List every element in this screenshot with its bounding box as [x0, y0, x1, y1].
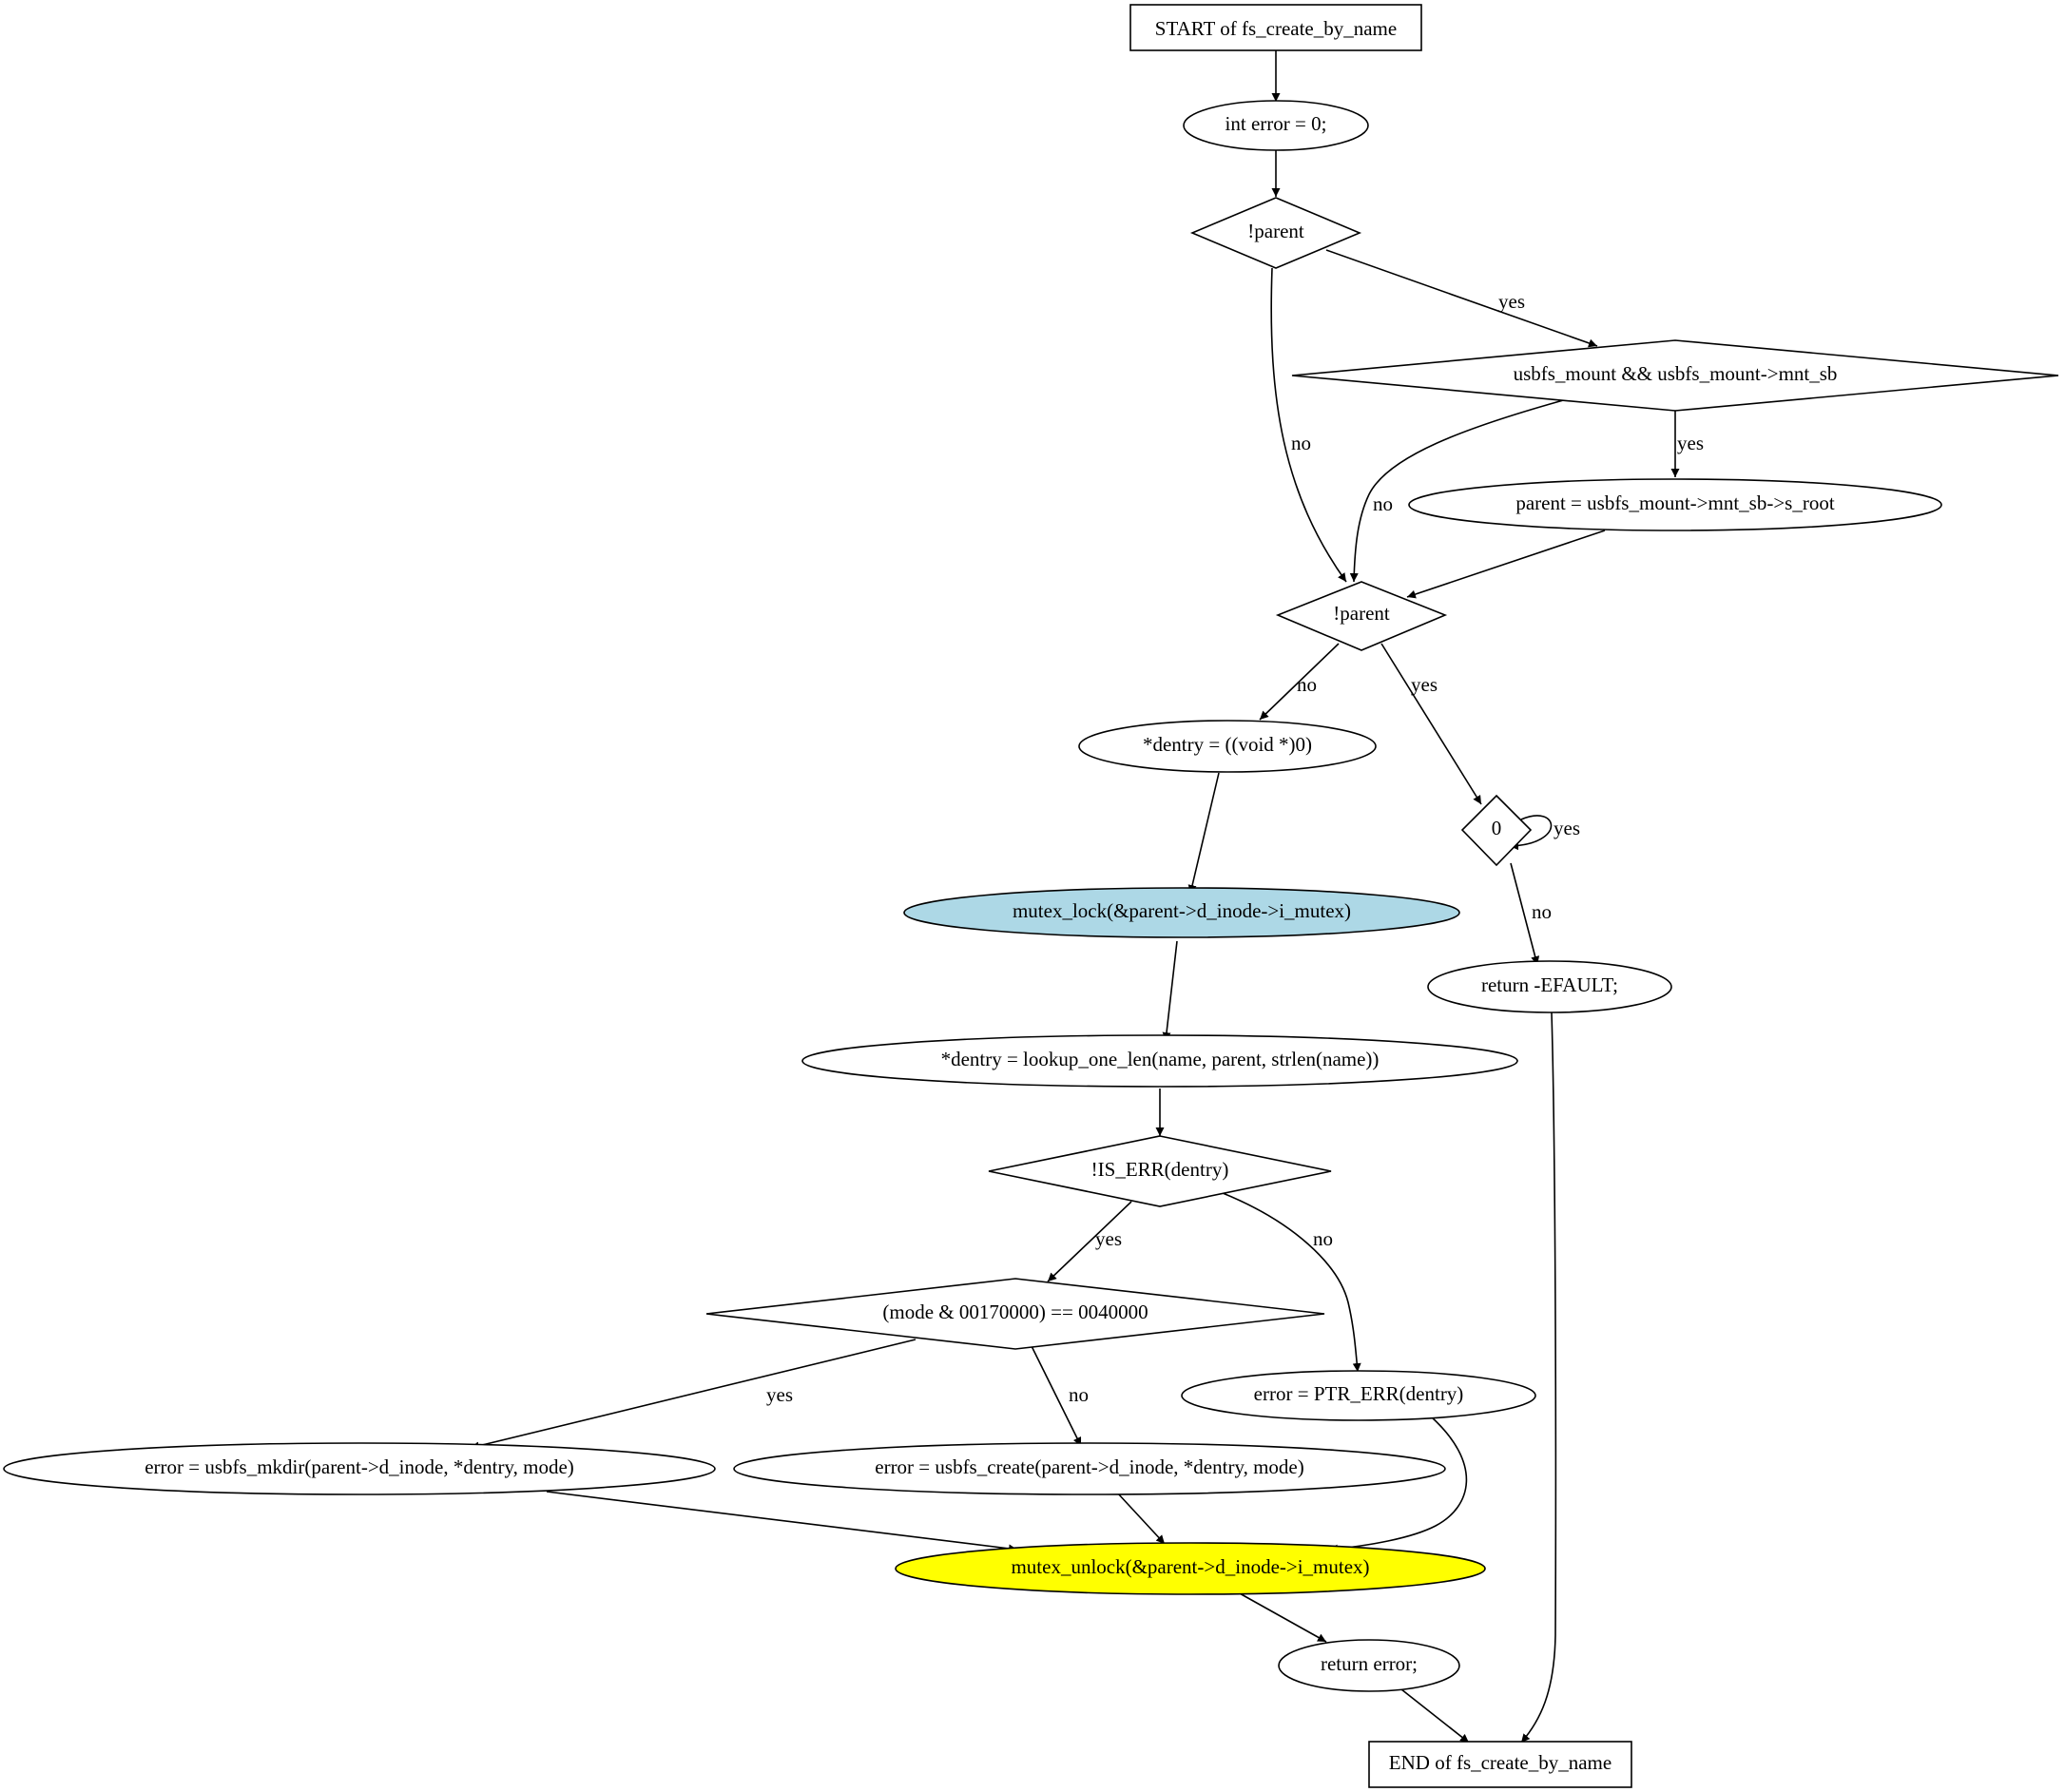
node-end-label: END of fs_create_by_name — [1389, 1751, 1611, 1774]
node-return-error-label: return error; — [1321, 1652, 1418, 1675]
node-mutex-lock-label: mutex_lock(&parent->d_inode->i_mutex) — [1013, 899, 1351, 922]
edge-return-to-end — [1400, 1688, 1470, 1744]
edge-zero-no — [1510, 862, 1540, 966]
node-cond-parent-2: !parent — [1275, 581, 1448, 651]
node-cond-zero-label: 0 — [1492, 817, 1502, 839]
edge-mode-yes — [470, 1339, 917, 1451]
node-assign-parent: parent = usbfs_mount->mnt_sb->s_root — [1408, 478, 1942, 531]
label-parent2-yes: yes — [1411, 673, 1438, 696]
node-ptr-err: error = PTR_ERR(dentry) — [1181, 1370, 1536, 1421]
label-parent1-yes: yes — [1498, 290, 1525, 313]
label-usbfs-no: no — [1373, 492, 1393, 515]
edge-parent1-yes — [1325, 249, 1598, 348]
node-cond-parent-1: !parent — [1189, 197, 1362, 269]
edge-mkdir-to-unlock — [546, 1491, 1018, 1553]
node-cond-is-err: !IS_ERR(dentry) — [988, 1135, 1332, 1207]
edge-ptrerr-to-unlock — [1328, 1416, 1468, 1553]
node-create-label: error = usbfs_create(parent->d_inode, *d… — [875, 1455, 1303, 1478]
node-mutex-unlock: mutex_unlock(&parent->d_inode->i_mutex) — [895, 1542, 1486, 1595]
node-cond-parent-2-label: !parent — [1333, 602, 1390, 625]
edge-lock-to-lookup — [1162, 940, 1178, 1042]
node-cond-mode-label: (mode & 00170000) == 0040000 — [882, 1301, 1148, 1323]
label-zero-yes: yes — [1554, 817, 1580, 839]
label-usbfs-yes: yes — [1677, 432, 1704, 454]
node-cond-zero: 0 — [1460, 794, 1533, 867]
node-mutex-unlock-label: mutex_unlock(&parent->d_inode->i_mutex) — [1011, 1555, 1369, 1578]
edge-mode-no — [1031, 1345, 1082, 1447]
edges — [470, 50, 1680, 1744]
node-end: END of fs_create_by_name — [1368, 1741, 1632, 1788]
label-parent1-no: no — [1291, 432, 1311, 454]
edge-iserr-no — [1222, 1192, 1361, 1373]
edge-assign-to-parent2 — [1406, 530, 1606, 599]
node-ptr-err-label: error = PTR_ERR(dentry) — [1254, 1382, 1464, 1405]
label-zero-no: no — [1532, 900, 1552, 923]
label-iserr-no: no — [1313, 1227, 1333, 1250]
edge-parent2-no — [1259, 643, 1340, 721]
label-parent2-no: no — [1297, 673, 1317, 696]
edge-efault-to-end — [1520, 1012, 1557, 1744]
node-dentry-null-label: *dentry = ((void *)0) — [1143, 733, 1312, 756]
node-init-error: int error = 0; — [1183, 100, 1369, 151]
edge-parent2-yes — [1380, 643, 1482, 805]
node-return-efault: return -EFAULT; — [1427, 960, 1672, 1013]
label-mode-no: no — [1069, 1383, 1089, 1406]
node-cond-mode: (mode & 00170000) == 0040000 — [705, 1278, 1325, 1350]
node-start-label: START of fs_create_by_name — [1155, 17, 1397, 40]
node-mkdir-label: error = usbfs_mkdir(parent->d_inode, *de… — [145, 1455, 574, 1478]
label-mode-yes: yes — [766, 1383, 793, 1406]
edge-parent1-no — [1270, 267, 1347, 583]
node-return-efault-label: return -EFAULT; — [1481, 973, 1618, 996]
node-cond-usbfs-mount: usbfs_mount && usbfs_mount->mnt_sb — [1291, 339, 2059, 412]
node-mutex-unlock-shape — [895, 1542, 1486, 1595]
node-mkdir: error = usbfs_mkdir(parent->d_inode, *de… — [3, 1442, 716, 1495]
node-assign-parent-label: parent = usbfs_mount->mnt_sb->s_root — [1515, 491, 1834, 514]
edge-labels: yes no yes no no yes yes no yes no yes n… — [766, 290, 1704, 1406]
node-create: error = usbfs_create(parent->d_inode, *d… — [733, 1442, 1446, 1495]
node-cond-usbfs-mount-label: usbfs_mount && usbfs_mount->mnt_sb — [1514, 362, 1838, 385]
node-lookup-label: *dentry = lookup_one_len(name, parent, s… — [941, 1048, 1380, 1070]
node-cond-parent-1-label: !parent — [1247, 220, 1304, 242]
edge-create-to-unlock — [1116, 1492, 1166, 1545]
node-init-error-label: int error = 0; — [1225, 112, 1327, 135]
node-lookup: *dentry = lookup_one_len(name, parent, s… — [801, 1034, 1518, 1088]
label-iserr-yes: yes — [1095, 1227, 1122, 1250]
node-mutex-lock-shape — [903, 887, 1460, 938]
node-return-error: return error; — [1278, 1639, 1460, 1692]
edge-usbfs-no — [1349, 398, 1568, 583]
node-cond-is-err-label: !IS_ERR(dentry) — [1091, 1158, 1229, 1181]
edge-dentry-to-lock — [1187, 772, 1220, 895]
edge-iserr-yes — [1047, 1201, 1132, 1282]
node-start: START of fs_create_by_name — [1129, 4, 1422, 51]
node-mutex-lock: mutex_lock(&parent->d_inode->i_mutex) — [903, 887, 1460, 938]
edge-unlock-to-return — [1237, 1591, 1327, 1643]
node-dentry-null: *dentry = ((void *)0) — [1078, 720, 1377, 773]
edge-zero-self-loop — [1509, 815, 1553, 851]
